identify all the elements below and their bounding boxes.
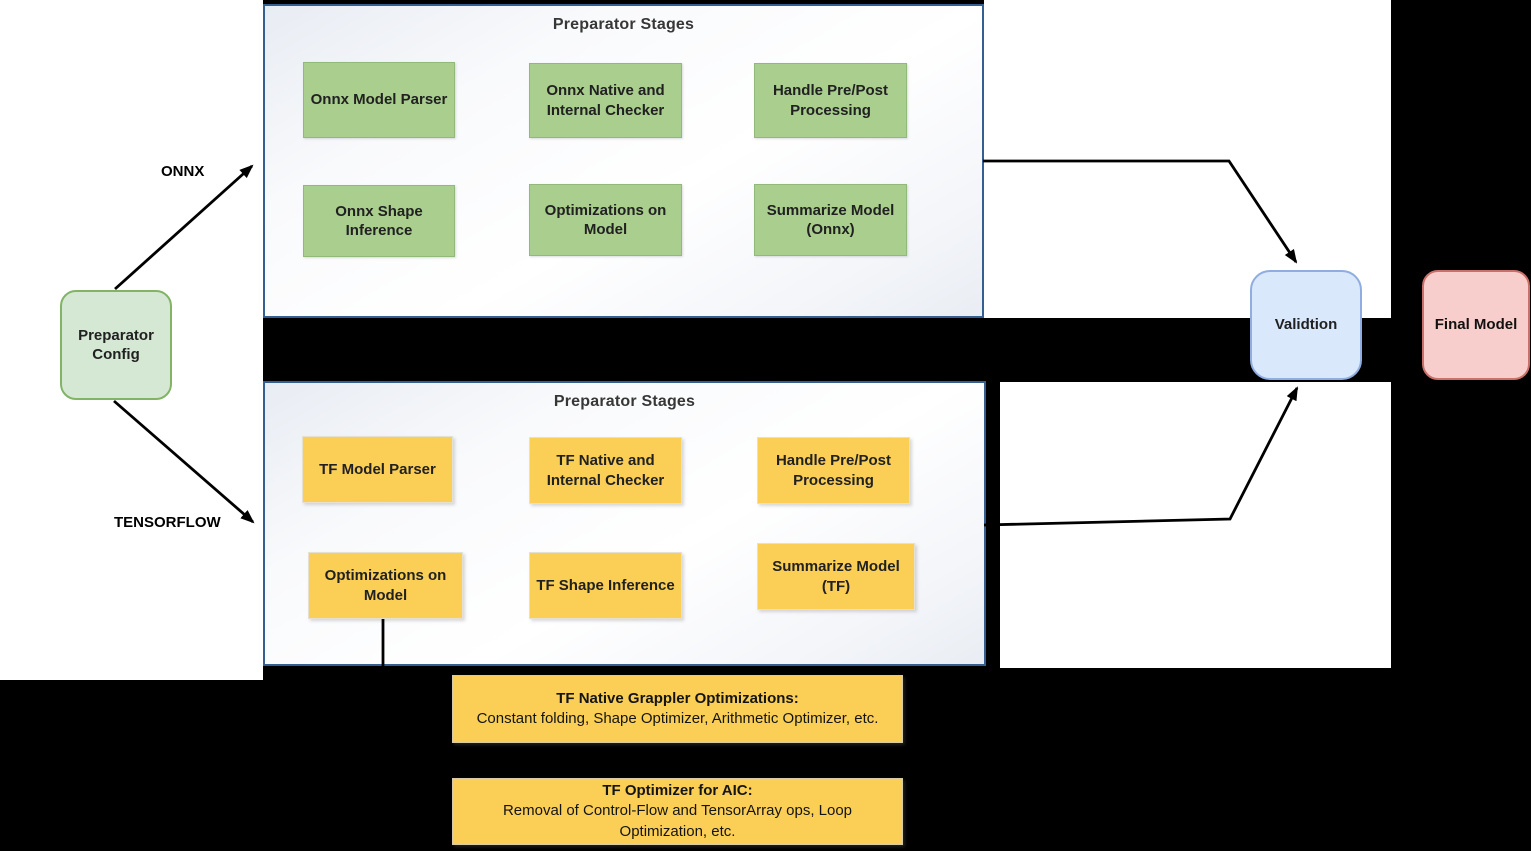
onnx-panel-title: Preparator Stages	[552, 16, 695, 33]
preparator-config-node: Preparator Config	[60, 290, 172, 400]
tf-stage-optimizations-on-model: Optimizations on Model	[308, 552, 463, 619]
onnx-branch-label: ONNX	[161, 163, 205, 180]
background-right-top-area	[984, 0, 1391, 318]
note-tf-optimizer-aic: TF Optimizer for AIC: Removal of Control…	[452, 778, 903, 845]
note-aic-title: TF Optimizer for AIC:	[602, 782, 753, 800]
tf-stage-handle-pre-post-processing: Handle Pre/Post Processing	[757, 437, 910, 504]
onnx-stage-native-internal-checker: Onnx Native and Internal Checker	[529, 63, 682, 138]
note-aic-body: Removal of Control-Flow and TensorArray …	[502, 802, 853, 840]
tf-panel-title: Preparator Stages	[553, 393, 696, 410]
onnx-stage-optimizations-on-model: Optimizations on Model	[529, 184, 682, 256]
note-grappler-optimizations: TF Native Grappler Optimizations: Consta…	[452, 675, 903, 743]
onnx-panel: Preparator Stages	[263, 4, 984, 318]
note-grappler-title: TF Native Grappler Optimizations:	[556, 689, 799, 707]
final-model-node: Final Model	[1422, 270, 1530, 380]
tensorflow-branch-label: TENSORFLOW	[114, 514, 221, 531]
onnx-stage-summarize-model: Summarize Model (Onnx)	[754, 184, 907, 256]
tf-panel: Preparator Stages	[263, 381, 986, 666]
onnx-stage-model-parser: Onnx Model Parser	[303, 62, 455, 138]
tf-stage-summarize-model: Summarize Model (TF)	[757, 543, 915, 610]
tf-stage-shape-inference: TF Shape Inference	[529, 552, 682, 619]
note-grappler-body: Constant folding, Shape Optimizer, Arith…	[476, 710, 879, 727]
background-right-bottom-area	[1000, 382, 1391, 668]
validation-node: Validtion	[1250, 270, 1362, 380]
onnx-stage-shape-inference: Onnx Shape Inference	[303, 185, 455, 257]
tf-stage-native-internal-checker: TF Native and Internal Checker	[529, 437, 682, 504]
onnx-stage-handle-pre-post-processing: Handle Pre/Post Processing	[754, 63, 907, 138]
tf-stage-model-parser: TF Model Parser	[302, 436, 453, 503]
